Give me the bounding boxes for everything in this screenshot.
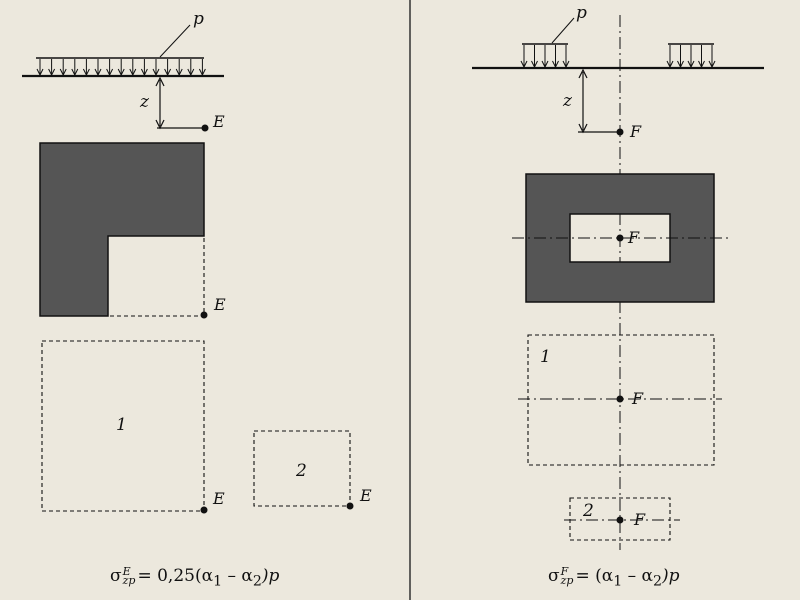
left-formula-a2: 2 (252, 573, 262, 590)
left-depth-label: z (139, 92, 150, 112)
right-loaded-frame (525, 173, 715, 303)
left-plan-point (200, 311, 208, 319)
left-formula-sub: zp (122, 573, 136, 587)
left-formula-a1: 1 (213, 573, 223, 590)
left-load-arrows (36, 59, 206, 77)
left-rect-1-label: 1 (116, 415, 127, 435)
right-load-arrow-head (708, 60, 716, 69)
right-load-arrow-head (698, 60, 705, 69)
right-load-arrow-head (541, 60, 549, 69)
right-plan-point (616, 234, 624, 242)
right-formula-tail: )p (662, 566, 680, 586)
left-rect-1-outline (41, 340, 205, 512)
right-point-label: F (629, 122, 642, 141)
right-load-arrow-head (531, 60, 538, 69)
left-complement-dashed (108, 235, 205, 317)
right-point-marker (616, 128, 624, 136)
right-rect-1-point-label: F (631, 389, 644, 408)
left-rect-1-point (200, 506, 208, 514)
right-rect-2-point (616, 516, 624, 524)
right-load-arrow-head (562, 60, 570, 69)
right-rect-2: 2 F (564, 497, 680, 541)
right-rect-1-outline (527, 334, 715, 466)
right-formula-a2: 2 (653, 573, 663, 590)
right-load-arrow-head (677, 60, 684, 69)
left-formula-minus: – α (222, 566, 253, 586)
left-formula-sup: E (122, 564, 131, 578)
right-formula-sup: F (560, 564, 569, 578)
left-plan-l-shape: E (39, 142, 226, 319)
left-rect-2-point-label: E (359, 486, 372, 505)
left-rect-2-label: 2 (295, 461, 307, 481)
left-formula-tail: )p (261, 566, 280, 586)
left-formula-rhs: = 0,25(α (137, 566, 214, 586)
right-formula-sub: zp (560, 573, 574, 587)
right-rect-2-outline (569, 497, 671, 541)
left-rect-2-outline (253, 430, 351, 507)
right-load-label: p (576, 3, 587, 23)
right-plan-frame: F (512, 173, 728, 303)
right-load-arrows (520, 45, 716, 69)
right-rect-1: 1 F (518, 334, 722, 466)
right-formula-rhs: = (α (575, 566, 614, 586)
left-formula-symbol: σ (110, 566, 122, 586)
left-rect-2-point (346, 502, 354, 510)
right-rect-1-label: 1 (540, 347, 551, 367)
right-formula-a1: 1 (613, 573, 623, 590)
right-formula-minus: – α (622, 566, 654, 586)
left-rect-1-point-label: E (212, 489, 225, 508)
left-load-diagram: p z E (22, 9, 225, 132)
right-rect-1-point (616, 395, 624, 403)
right-plan-point-label: F (627, 228, 640, 247)
right-load-leader (551, 17, 575, 44)
right-formula-symbol: σ (548, 566, 560, 586)
right-load-diagram: p z F (472, 3, 764, 141)
left-depth-arrow-top (155, 76, 165, 87)
right-load-arrow-head (552, 60, 559, 69)
right-rect-2-label: 2 (582, 501, 594, 521)
left-rect-1: 1 E (41, 340, 225, 514)
left-rect-2: 2 E (253, 430, 372, 510)
left-point-label: E (212, 112, 225, 131)
right-load-arrow-head (666, 60, 674, 69)
left-load-label: p (193, 9, 204, 29)
right-depth-label: z (562, 91, 573, 111)
right-load-arrow-head (520, 60, 528, 69)
right-rect-2-point-label: F (633, 510, 646, 529)
left-load-leader (159, 24, 191, 58)
left-loaded-area (39, 142, 205, 317)
left-plan-point-label: E (213, 295, 226, 314)
right-load-arrow-head (687, 60, 695, 69)
left-point-marker (201, 124, 209, 132)
right-depth-arrow-top (578, 68, 588, 79)
